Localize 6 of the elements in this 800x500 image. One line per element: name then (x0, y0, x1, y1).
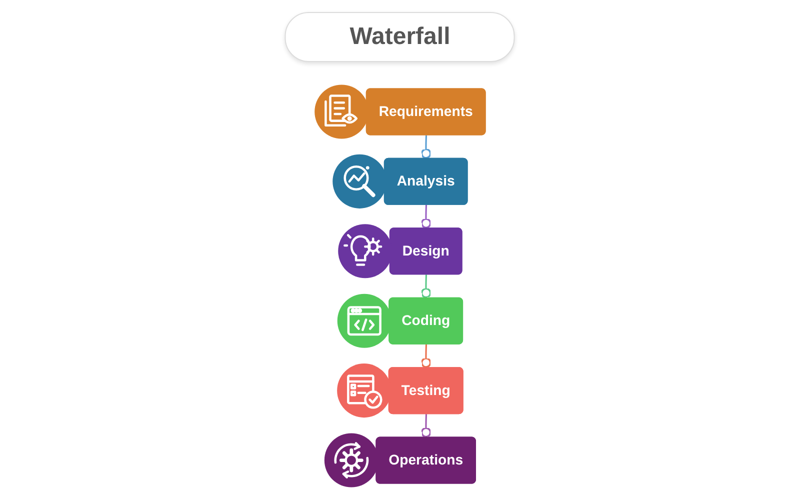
title: Waterfall (284, 12, 516, 62)
connector (420, 274, 432, 298)
connector (420, 204, 432, 228)
connector (420, 414, 432, 438)
connector (420, 344, 432, 368)
connector (420, 135, 432, 159)
